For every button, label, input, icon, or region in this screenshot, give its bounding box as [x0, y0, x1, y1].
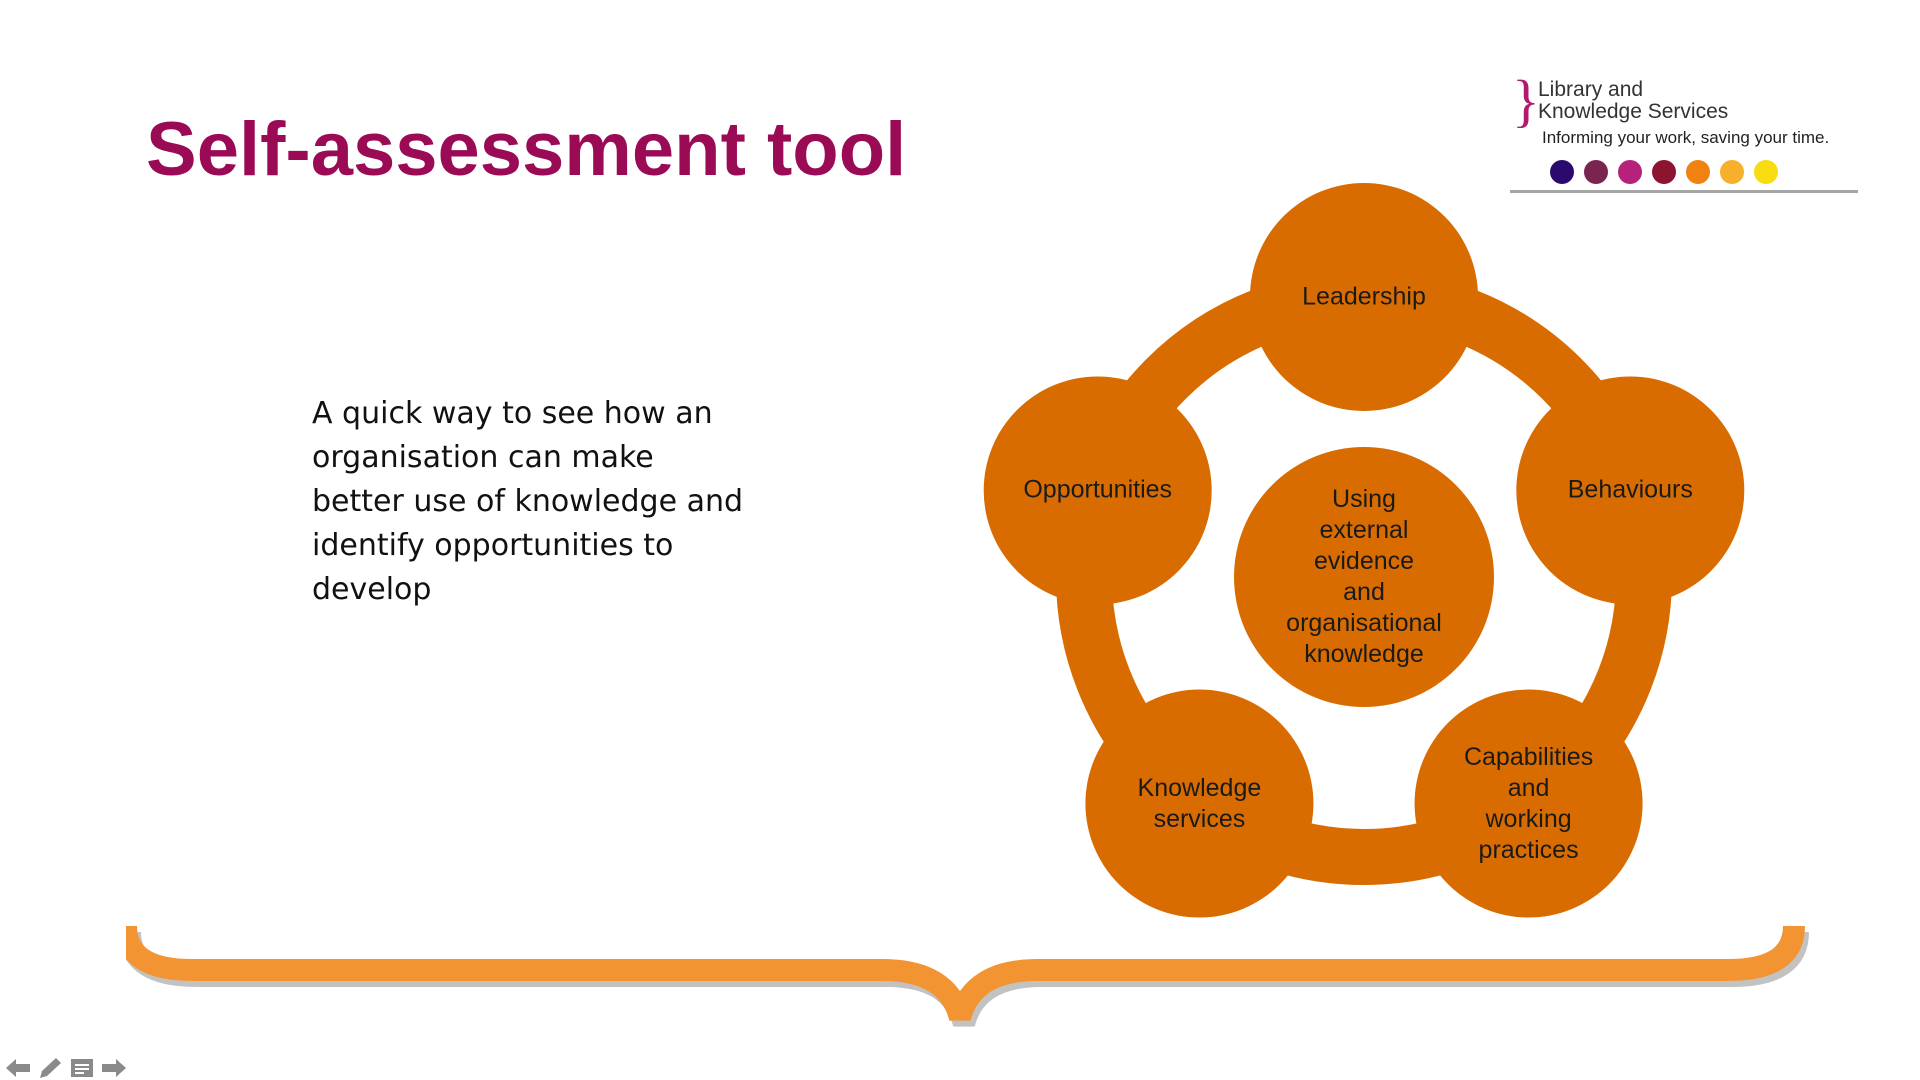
logo-dot-2	[1584, 160, 1608, 184]
library-logo: } Library and Knowledge Services Informi…	[1508, 72, 1868, 197]
logo-line-1: Library and	[1538, 78, 1644, 101]
pencil-icon[interactable]	[36, 1056, 64, 1080]
body-text: A quick way to see how an organisation c…	[312, 396, 744, 607]
node-label-leadership: Leadership	[1302, 282, 1426, 311]
node-label-knowledge-services: Knowledge services	[1137, 773, 1262, 833]
logo-dot-1	[1550, 160, 1574, 184]
bottom-brace	[126, 925, 1809, 1028]
logo-brace-icon: }	[1512, 68, 1540, 133]
logo-dots	[1550, 160, 1778, 184]
notes-icon[interactable]	[68, 1056, 96, 1080]
node-label-behaviours: Behaviours	[1567, 475, 1693, 504]
node-label-capabilities: Capabilities and working practices	[1463, 742, 1594, 864]
arrow-right-icon[interactable]	[100, 1056, 128, 1080]
logo-dot-5	[1686, 160, 1710, 184]
logo-line-2: Knowledge Services	[1538, 100, 1729, 123]
logo-dot-6	[1720, 160, 1744, 184]
slide-navigation	[4, 1056, 128, 1080]
logo-dot-4	[1652, 160, 1676, 184]
logo-dot-3	[1618, 160, 1642, 184]
logo-tagline: Informing your work, saving your time.	[1542, 128, 1830, 147]
center-node-label: Using external evidence and organisation…	[1286, 485, 1442, 668]
arrow-left-icon[interactable]	[4, 1056, 32, 1080]
logo-rule	[1510, 190, 1858, 193]
logo-dot-7	[1754, 160, 1778, 184]
node-label-opportunities: Opportunities	[1023, 475, 1173, 504]
slide-title: Self-assessment tool	[146, 107, 907, 192]
